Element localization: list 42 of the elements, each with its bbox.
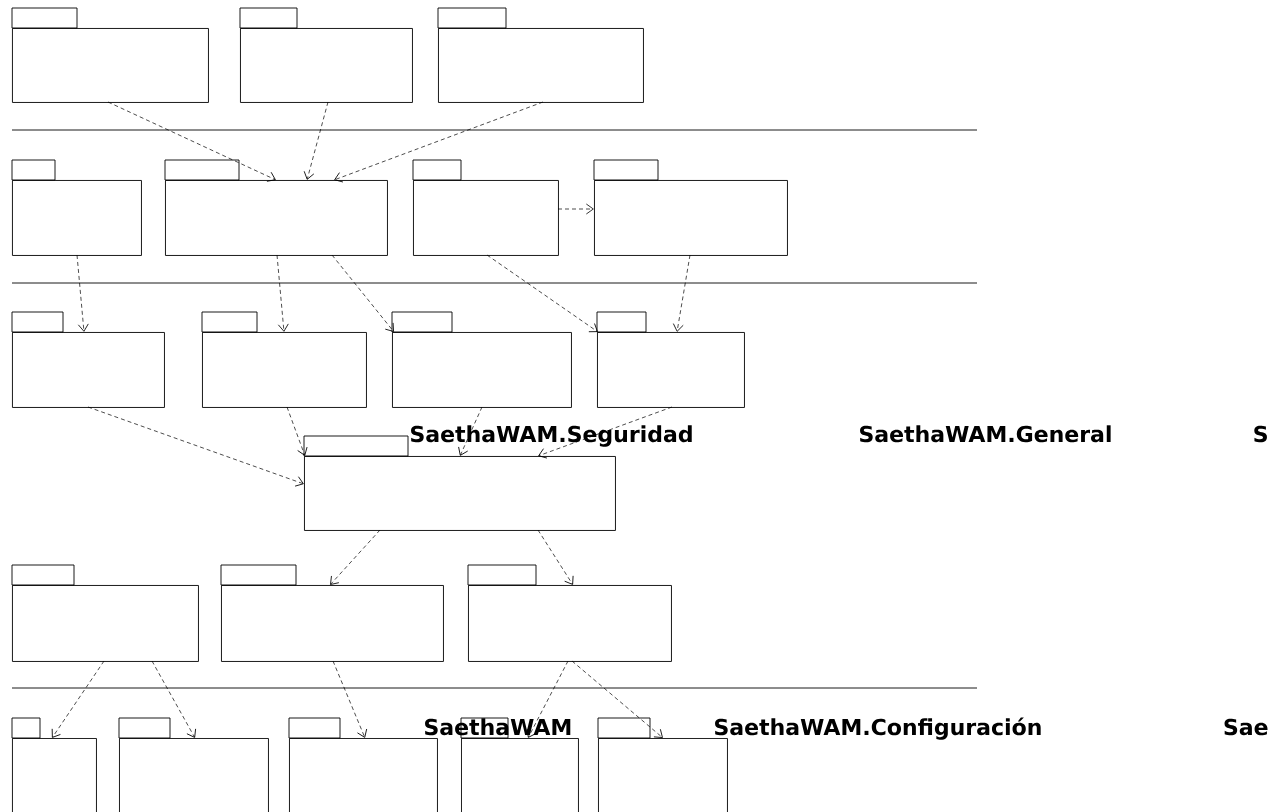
package-name: Sae xyxy=(1224,718,1268,736)
package-folder xyxy=(596,311,745,408)
package-folder xyxy=(412,159,559,256)
package-folder xyxy=(164,159,388,256)
dependency-arrow xyxy=(107,101,276,182)
package-folder xyxy=(11,7,209,103)
dependency-arrow xyxy=(303,101,329,180)
dependency-arrow xyxy=(330,529,381,585)
package-folder xyxy=(437,7,644,103)
package-name: SaethaWAM.Configuración xyxy=(715,717,1041,740)
package-folder xyxy=(593,159,788,256)
dependency-arrow xyxy=(151,660,196,738)
dependency-arrow xyxy=(537,529,574,585)
package-name: S xyxy=(1254,425,1267,443)
dependency-arrow xyxy=(334,101,544,183)
package-name: SaethaWAM.General xyxy=(860,425,1111,443)
package-folder xyxy=(11,159,142,256)
package-folder xyxy=(118,717,269,812)
dependency-arrow xyxy=(538,406,673,459)
package-folder xyxy=(11,311,165,408)
dependency-arrow xyxy=(331,254,394,332)
dependency-arrow xyxy=(557,203,594,215)
dependency-arrow xyxy=(486,254,598,333)
package-folder xyxy=(391,311,572,408)
package-folder xyxy=(467,564,672,662)
package-folder xyxy=(11,564,199,662)
dependency-arrow xyxy=(332,660,368,738)
package-name: SaethaWAM.Seguridad xyxy=(411,425,692,447)
package-folder xyxy=(220,564,444,662)
dependency-arrow xyxy=(571,660,663,738)
dependency-arrow xyxy=(76,254,89,332)
package-name: SaethaWAM xyxy=(425,718,571,736)
dependency-arrow xyxy=(51,660,105,738)
package-folder xyxy=(239,7,413,103)
dependency-arrow xyxy=(87,406,304,487)
dependency-arrow xyxy=(672,254,691,332)
dependency-arrow xyxy=(286,406,308,456)
dependency-arrow xyxy=(276,254,289,332)
dependency-arrow xyxy=(458,406,483,456)
dependency-arrow xyxy=(526,660,569,738)
package-folder xyxy=(11,717,97,812)
package-folder xyxy=(201,311,367,408)
